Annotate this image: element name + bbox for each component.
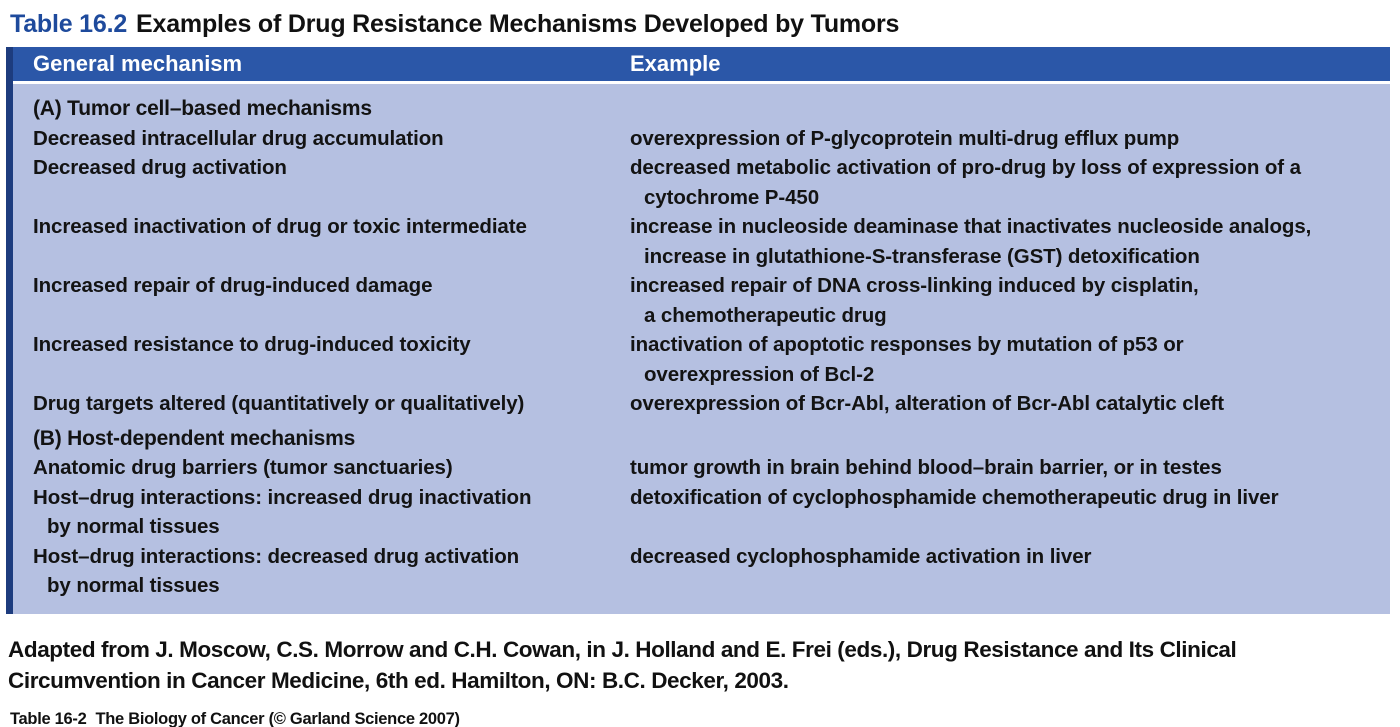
mechanism-text: Increased inactivation of drug or toxic … <box>33 215 527 238</box>
example-text: overexpression of P-glycoprotein multi-d… <box>630 126 1180 150</box>
mechanism-text: Host–drug interactions: decreased drug a… <box>33 544 520 568</box>
mechanism-text: Anatomic drug barriers (tumor sanctuarie… <box>33 456 453 479</box>
example-cell: increase in nucleoside deaminase that in… <box>630 212 1390 271</box>
table-row: Increased resistance to drug-induced tox… <box>13 330 1390 389</box>
mechanism-cell: Increased repair of drug-induced damage <box>13 271 630 301</box>
page: Table 16.2 Examples of Drug Resistance Me… <box>0 8 1400 727</box>
example-cell: inactivation of apoptotic responses by m… <box>630 330 1390 389</box>
example-text-continued: a chemotherapeutic drug <box>644 303 887 327</box>
table-number: Table 16.2 <box>10 10 128 38</box>
example-text-continued: cytochrome P-450 <box>644 185 820 209</box>
mechanism-cell: Anatomic drug barriers (tumor sanctuarie… <box>13 453 630 483</box>
table-row: Anatomic drug barriers (tumor sanctuarie… <box>13 453 1390 483</box>
mechanism-text: Host–drug interactions: increased drug i… <box>33 485 532 509</box>
example-cell: overexpression of Bcr-Abl, alteration of… <box>630 389 1390 419</box>
example-text: detoxification of cyclophosphamide chemo… <box>630 485 1279 509</box>
table-header-row: General mechanism Example <box>13 47 1390 81</box>
table-title: Table 16.2 Examples of Drug Resistance Me… <box>10 8 1400 40</box>
example-text: increase in nucleoside deaminase that in… <box>630 215 1312 238</box>
table-row: Increased repair of drug-induced damage … <box>13 271 1390 330</box>
table-row: Decreased intracellular drug accumulatio… <box>13 124 1390 154</box>
mechanism-cell: Drug targets altered (quantitatively or … <box>13 389 630 419</box>
mechanism-cell: Host–drug interactions: decreased drug a… <box>13 542 630 601</box>
table-row: Host–drug interactions: decreased drug a… <box>13 542 1390 601</box>
example-text: overexpression of Bcr-Abl, alteration of… <box>630 392 1224 415</box>
example-text: inactivation of apoptotic responses by m… <box>630 333 1184 356</box>
table-row: Increased inactivation of drug or toxic … <box>13 212 1390 271</box>
mechanism-cell: Decreased intracellular drug accumulatio… <box>13 124 630 154</box>
mechanism-cell: Host–drug interactions: increased drug i… <box>13 483 630 542</box>
example-cell: decreased cyclophosphamide activation in… <box>630 542 1390 572</box>
mechanism-cell: Decreased drug activation <box>13 153 630 183</box>
example-cell: decreased metabolic activation of pro-dr… <box>630 153 1390 212</box>
example-cell: increased repair of DNA cross-linking in… <box>630 271 1390 330</box>
mechanism-text: Decreased intracellular drug accumulatio… <box>33 126 444 150</box>
mechanism-cell: Increased inactivation of drug or toxic … <box>13 212 630 242</box>
mechanism-text: Increased resistance to drug-induced tox… <box>33 333 471 356</box>
caption-text: The Biology of Cancer (© Garland Science… <box>95 709 460 727</box>
figure-caption: Table 16-2 The Biology of Cancer (© Garla… <box>10 710 1400 727</box>
caption-label: Table 16-2 <box>10 709 87 727</box>
example-cell: tumor growth in brain behind blood–brain… <box>630 453 1390 483</box>
table-row: Drug targets altered (quantitatively or … <box>13 389 1390 419</box>
example-text: decreased cyclophosphamide activation in… <box>630 544 1092 568</box>
example-text: decreased metabolic activation of pro-dr… <box>630 156 1301 179</box>
example-text-continued: overexpression of Bcl-2 <box>644 362 875 386</box>
source-note: Adapted from J. Moscow, C.S. Morrow and … <box>8 636 1237 693</box>
column-header-example: Example <box>630 51 721 76</box>
mechanism-cell: Increased resistance to drug-induced tox… <box>13 330 630 360</box>
mechanism-text-continued: by normal tissues <box>47 574 220 597</box>
table-row: Decreased drug activation decreased meta… <box>13 153 1390 212</box>
mechanism-text-continued: by normal tissues <box>47 515 220 538</box>
table-title-text: Examples of Drug Resistance Mechanisms D… <box>136 10 900 38</box>
table-body: (A) Tumor cell–based mechanisms Decrease… <box>13 84 1390 614</box>
column-header-general-mechanism: General mechanism <box>33 51 243 76</box>
mechanism-text: Decreased drug activation <box>33 156 287 179</box>
example-text-continued: increase in glutathione-S-transferase (G… <box>644 244 1200 268</box>
example-cell: overexpression of P-glycoprotein multi-d… <box>630 124 1390 154</box>
mechanism-text: Increased repair of drug-induced damage <box>33 274 433 297</box>
section-a-heading: (A) Tumor cell–based mechanisms <box>33 97 372 120</box>
table-row: Host–drug interactions: increased drug i… <box>13 483 1390 542</box>
drug-resistance-table: General mechanism Example (A) Tumor cell… <box>6 47 1390 614</box>
section-b-heading: (B) Host-dependent mechanisms <box>33 426 356 450</box>
example-cell: detoxification of cyclophosphamide chemo… <box>630 483 1390 513</box>
example-text: increased repair of DNA cross-linking in… <box>630 274 1199 297</box>
example-text: tumor growth in brain behind blood–brain… <box>630 456 1222 479</box>
mechanism-text: Drug targets altered (quantitatively or … <box>33 392 525 415</box>
